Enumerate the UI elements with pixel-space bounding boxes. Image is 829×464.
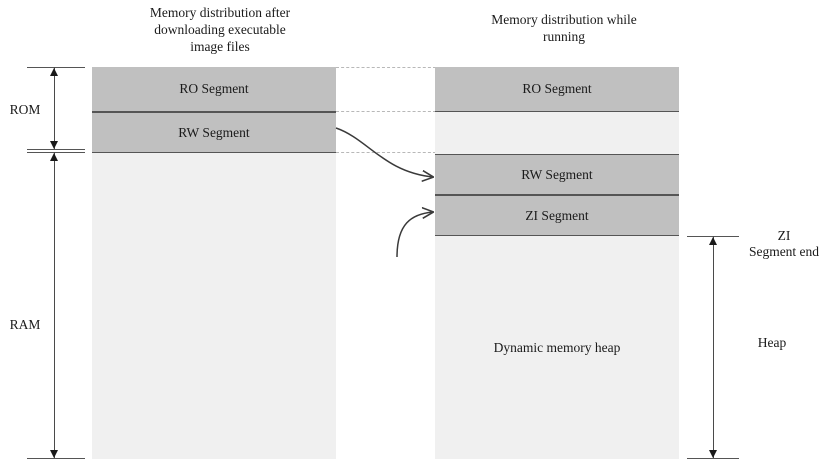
segment-rw-load: RW Segment bbox=[92, 112, 336, 153]
segment-zi-run-label: ZI Segment bbox=[525, 207, 589, 223]
rom-bottom-arrowhead bbox=[50, 141, 58, 149]
segment-gap-run bbox=[435, 112, 679, 154]
heap-bottom-arrowhead bbox=[709, 450, 717, 458]
segment-heap-run-label: Dynamic memory heap bbox=[493, 339, 621, 355]
segment-heap-run: Dynamic memory heap bbox=[435, 236, 679, 459]
heap-bottom-tick bbox=[687, 458, 739, 459]
guide-line-rw-bottom bbox=[336, 152, 436, 153]
zi-creation-arrow bbox=[396, 212, 433, 258]
ram-bracket-line bbox=[54, 152, 55, 458]
heap-top-arrowhead bbox=[709, 237, 717, 245]
segment-rw-load-label: RW Segment bbox=[178, 124, 250, 140]
guide-line-ro-top bbox=[336, 67, 436, 68]
segment-rw-run-label: RW Segment bbox=[521, 166, 593, 182]
memory-column-load-view: RO Segment RW Segment bbox=[92, 67, 336, 459]
ram-bottom-tick bbox=[27, 458, 85, 459]
ram-top-arrowhead bbox=[50, 153, 58, 161]
rom-bracket-label: ROM bbox=[9, 102, 41, 117]
rom-bracket-line bbox=[54, 67, 55, 149]
guide-line-ro-bottom bbox=[336, 111, 436, 112]
segment-ro-run-label: RO Segment bbox=[522, 81, 592, 96]
memory-column-run-view: RO Segment RW Segment ZI Segment Dynamic… bbox=[435, 67, 679, 459]
heap-bracket-line bbox=[713, 236, 714, 458]
zi-segment-end-label: ZI Segment end bbox=[748, 228, 820, 259]
segment-rw-run: RW Segment bbox=[435, 154, 679, 195]
segment-free-load bbox=[92, 153, 336, 459]
ram-bracket-label: RAM bbox=[9, 317, 41, 332]
heap-bracket-label: Heap bbox=[757, 335, 787, 350]
right-diagram-title: Memory distribution while running bbox=[491, 12, 637, 44]
rom-top-tick bbox=[27, 67, 85, 68]
left-diagram-title: Memory distribution after downloading ex… bbox=[149, 5, 291, 54]
ram-bottom-arrowhead bbox=[50, 450, 58, 458]
rom-top-arrowhead bbox=[50, 68, 58, 76]
segment-ro-load-label: RO Segment bbox=[179, 81, 249, 96]
segment-zi-run: ZI Segment bbox=[435, 195, 679, 236]
segment-ro-run: RO Segment bbox=[435, 67, 679, 112]
ram-top-tick bbox=[27, 152, 85, 153]
rom-bottom-tick bbox=[27, 149, 85, 150]
segment-ro-load: RO Segment bbox=[92, 67, 336, 112]
